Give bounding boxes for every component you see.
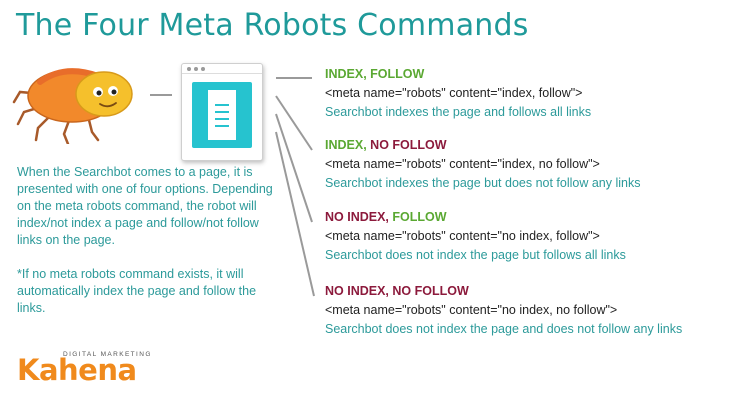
description: When the Searchbot comes to a page, it i… [17, 164, 279, 334]
command-explanation: Searchbot does not index the page and do… [325, 322, 683, 336]
browser-page-icon [181, 63, 263, 161]
meta-tag-code: <meta name="robots" content="no index, f… [325, 229, 600, 243]
command-title-part1: NO INDEX, [325, 284, 389, 298]
meta-tag-code: <meta name="robots" content="no index, n… [325, 303, 618, 317]
command-title-part1: INDEX, [325, 67, 367, 81]
command-block: INDEX, FOLLOW <meta name="robots" conten… [325, 65, 591, 122]
command-title: NO INDEX, FOLLOW [325, 208, 626, 227]
window-dot [187, 67, 191, 71]
command-explanation: Searchbot indexes the page and follows a… [325, 105, 592, 119]
command-block: INDEX, NO FOLLOW <meta name="robots" con… [325, 136, 641, 193]
meta-tag-code: <meta name="robots" content="index, no f… [325, 157, 600, 171]
description-footnote: *If no meta robots command exists, it wi… [17, 267, 257, 315]
browser-titlebar [182, 64, 262, 74]
page-title: The Four Meta Robots Commands [16, 8, 529, 43]
command-title-part1: INDEX, [325, 138, 367, 152]
command-title-part1: NO INDEX, [325, 210, 389, 224]
window-dot [201, 67, 205, 71]
command-title: INDEX, NO FOLLOW [325, 136, 641, 155]
logo-tagline: DIGITAL MARKETING [63, 351, 152, 358]
command-title-part2: FOLLOW [370, 67, 425, 81]
description-paragraph: When the Searchbot comes to a page, it i… [17, 165, 273, 247]
command-explanation: Searchbot does not index the page but fo… [325, 248, 626, 262]
command-block: NO INDEX, FOLLOW <meta name="robots" con… [325, 208, 626, 265]
command-title: INDEX, FOLLOW [325, 65, 591, 84]
command-title-part2: NO FOLLOW [392, 284, 469, 298]
browser-screen [192, 82, 252, 148]
command-title-part2: NO FOLLOW [370, 138, 447, 152]
command-title: NO INDEX, NO FOLLOW [325, 282, 682, 301]
command-block: NO INDEX, NO FOLLOW <meta name="robots" … [325, 282, 682, 339]
searchbot-bug-icon [12, 68, 133, 144]
command-explanation: Searchbot indexes the page but does not … [325, 176, 641, 190]
document-icon [208, 90, 236, 140]
logo-wordmark: Kahena [17, 353, 137, 387]
command-title-part2: FOLLOW [392, 210, 447, 224]
meta-tag-code: <meta name="robots" content="index, foll… [325, 86, 583, 100]
window-dot [194, 67, 198, 71]
